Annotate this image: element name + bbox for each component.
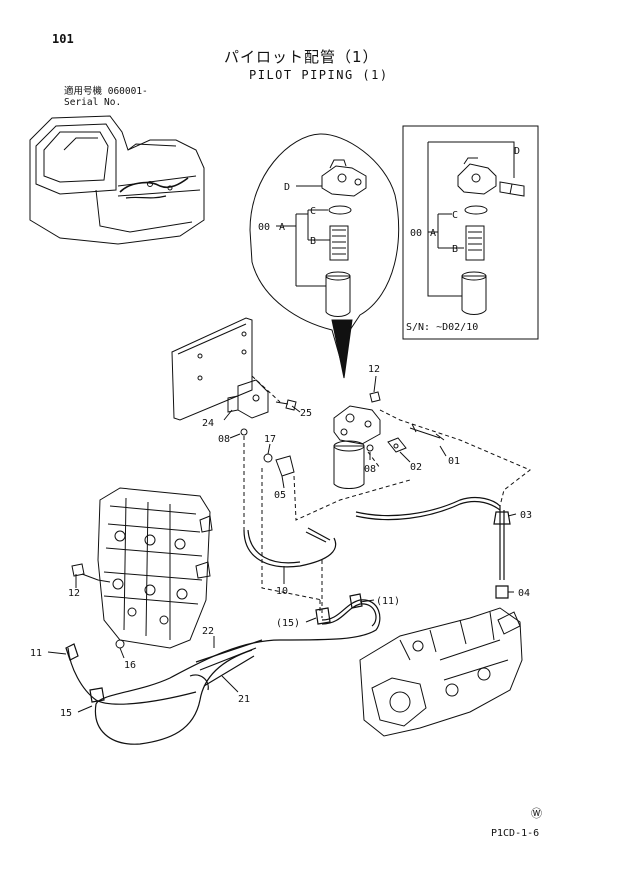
label-21: 21 xyxy=(238,694,250,705)
pilot-filter xyxy=(240,391,445,489)
serial-applicability: 適用号機 060001- Serial No. xyxy=(64,86,148,108)
callout-leaders xyxy=(47,375,517,713)
label-11: 11 xyxy=(30,648,42,659)
label-12-left: 12 xyxy=(68,588,80,599)
label-12-top: 12 xyxy=(368,364,380,375)
label-15-ref: (15) xyxy=(276,618,300,629)
label-a-detail: A xyxy=(279,222,285,233)
reference-lines xyxy=(243,375,531,618)
label-24: 24 xyxy=(202,418,214,429)
label-b-detail: B xyxy=(310,236,316,247)
label-a-inset: A xyxy=(430,228,436,239)
label-05: 05 xyxy=(274,490,286,501)
control-valve xyxy=(71,487,213,649)
page-number: 101 xyxy=(52,32,74,46)
label-22: 22 xyxy=(202,626,214,637)
label-c-detail: C xyxy=(310,206,316,217)
label-b-inset: B xyxy=(452,244,458,255)
label-d-detail: D xyxy=(284,182,290,193)
pilot-hoses xyxy=(65,496,511,745)
label-10: 10 xyxy=(276,586,288,597)
inset-old-version xyxy=(402,125,539,340)
hydraulic-pump xyxy=(359,607,523,737)
callout-labels: D 00 A C B D 00 A C B S/N: ~D02/10 12 25… xyxy=(30,146,532,719)
label-d-inset: D xyxy=(514,146,520,157)
excavator-thumbnail xyxy=(29,115,205,245)
label-00-detail: 00 xyxy=(258,222,270,233)
label-01: 01 xyxy=(448,456,460,467)
label-15: 15 xyxy=(60,708,72,719)
label-11-ref: (11) xyxy=(376,596,400,607)
label-04: 04 xyxy=(518,588,530,599)
label-08-right: 08 xyxy=(364,464,376,475)
document-code: P1CD-1-6 xyxy=(491,828,540,839)
label-25: 25 xyxy=(300,408,312,419)
label-16: 16 xyxy=(124,660,136,671)
title-english: PILOT PIPING (1) xyxy=(249,68,389,82)
title-japanese: パイロット配管（1） xyxy=(224,48,379,66)
inset-serial-note: S/N: ~D02/10 xyxy=(406,322,478,333)
label-c-inset: C xyxy=(452,210,458,221)
label-00-inset: 00 xyxy=(410,228,422,239)
serial-label-en: Serial No. xyxy=(64,97,122,108)
w-mark-icon: Ⓦ xyxy=(531,807,542,820)
filter-detail-circle xyxy=(249,133,400,379)
label-08-left: 08 xyxy=(218,434,230,445)
label-03: 03 xyxy=(520,510,532,521)
label-17: 17 xyxy=(264,434,276,445)
serial-label-jp: 適用号機 060001- xyxy=(64,86,148,97)
label-02: 02 xyxy=(410,462,422,473)
mounting-bracket xyxy=(171,317,297,421)
